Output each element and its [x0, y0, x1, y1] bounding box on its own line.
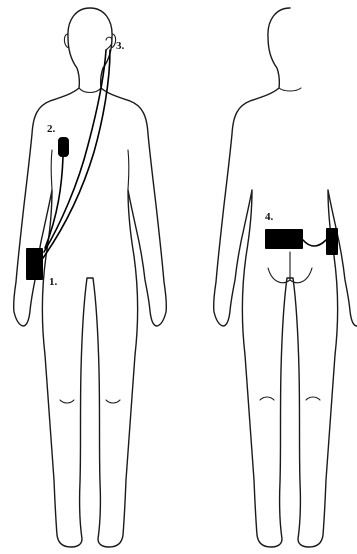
marker-label-2: 2.: [47, 123, 56, 135]
marker-label-4: 4.: [265, 211, 274, 223]
cable-device-4: [303, 240, 326, 246]
device-4-belt-unit: [265, 229, 303, 249]
back-right-knee: [306, 397, 320, 400]
back-body-outline: [214, 8, 357, 547]
back-neckline: [279, 88, 301, 91]
marker-label-3: 3.: [116, 40, 125, 52]
front-left-arm-inner: [51, 150, 52, 190]
front-right-arm-inner: [128, 150, 129, 190]
device-2-arm-sensor: [58, 137, 69, 157]
marker-label-1: 1.: [49, 276, 58, 288]
back-left-knee: [260, 397, 274, 400]
device-4-side-unit: [326, 228, 338, 255]
front-neckline: [79, 88, 101, 93]
device-1-hip-unit: [26, 248, 43, 280]
back-body-figure: [214, 8, 357, 547]
front-right-knee: [106, 400, 120, 403]
front-left-knee: [60, 400, 74, 403]
